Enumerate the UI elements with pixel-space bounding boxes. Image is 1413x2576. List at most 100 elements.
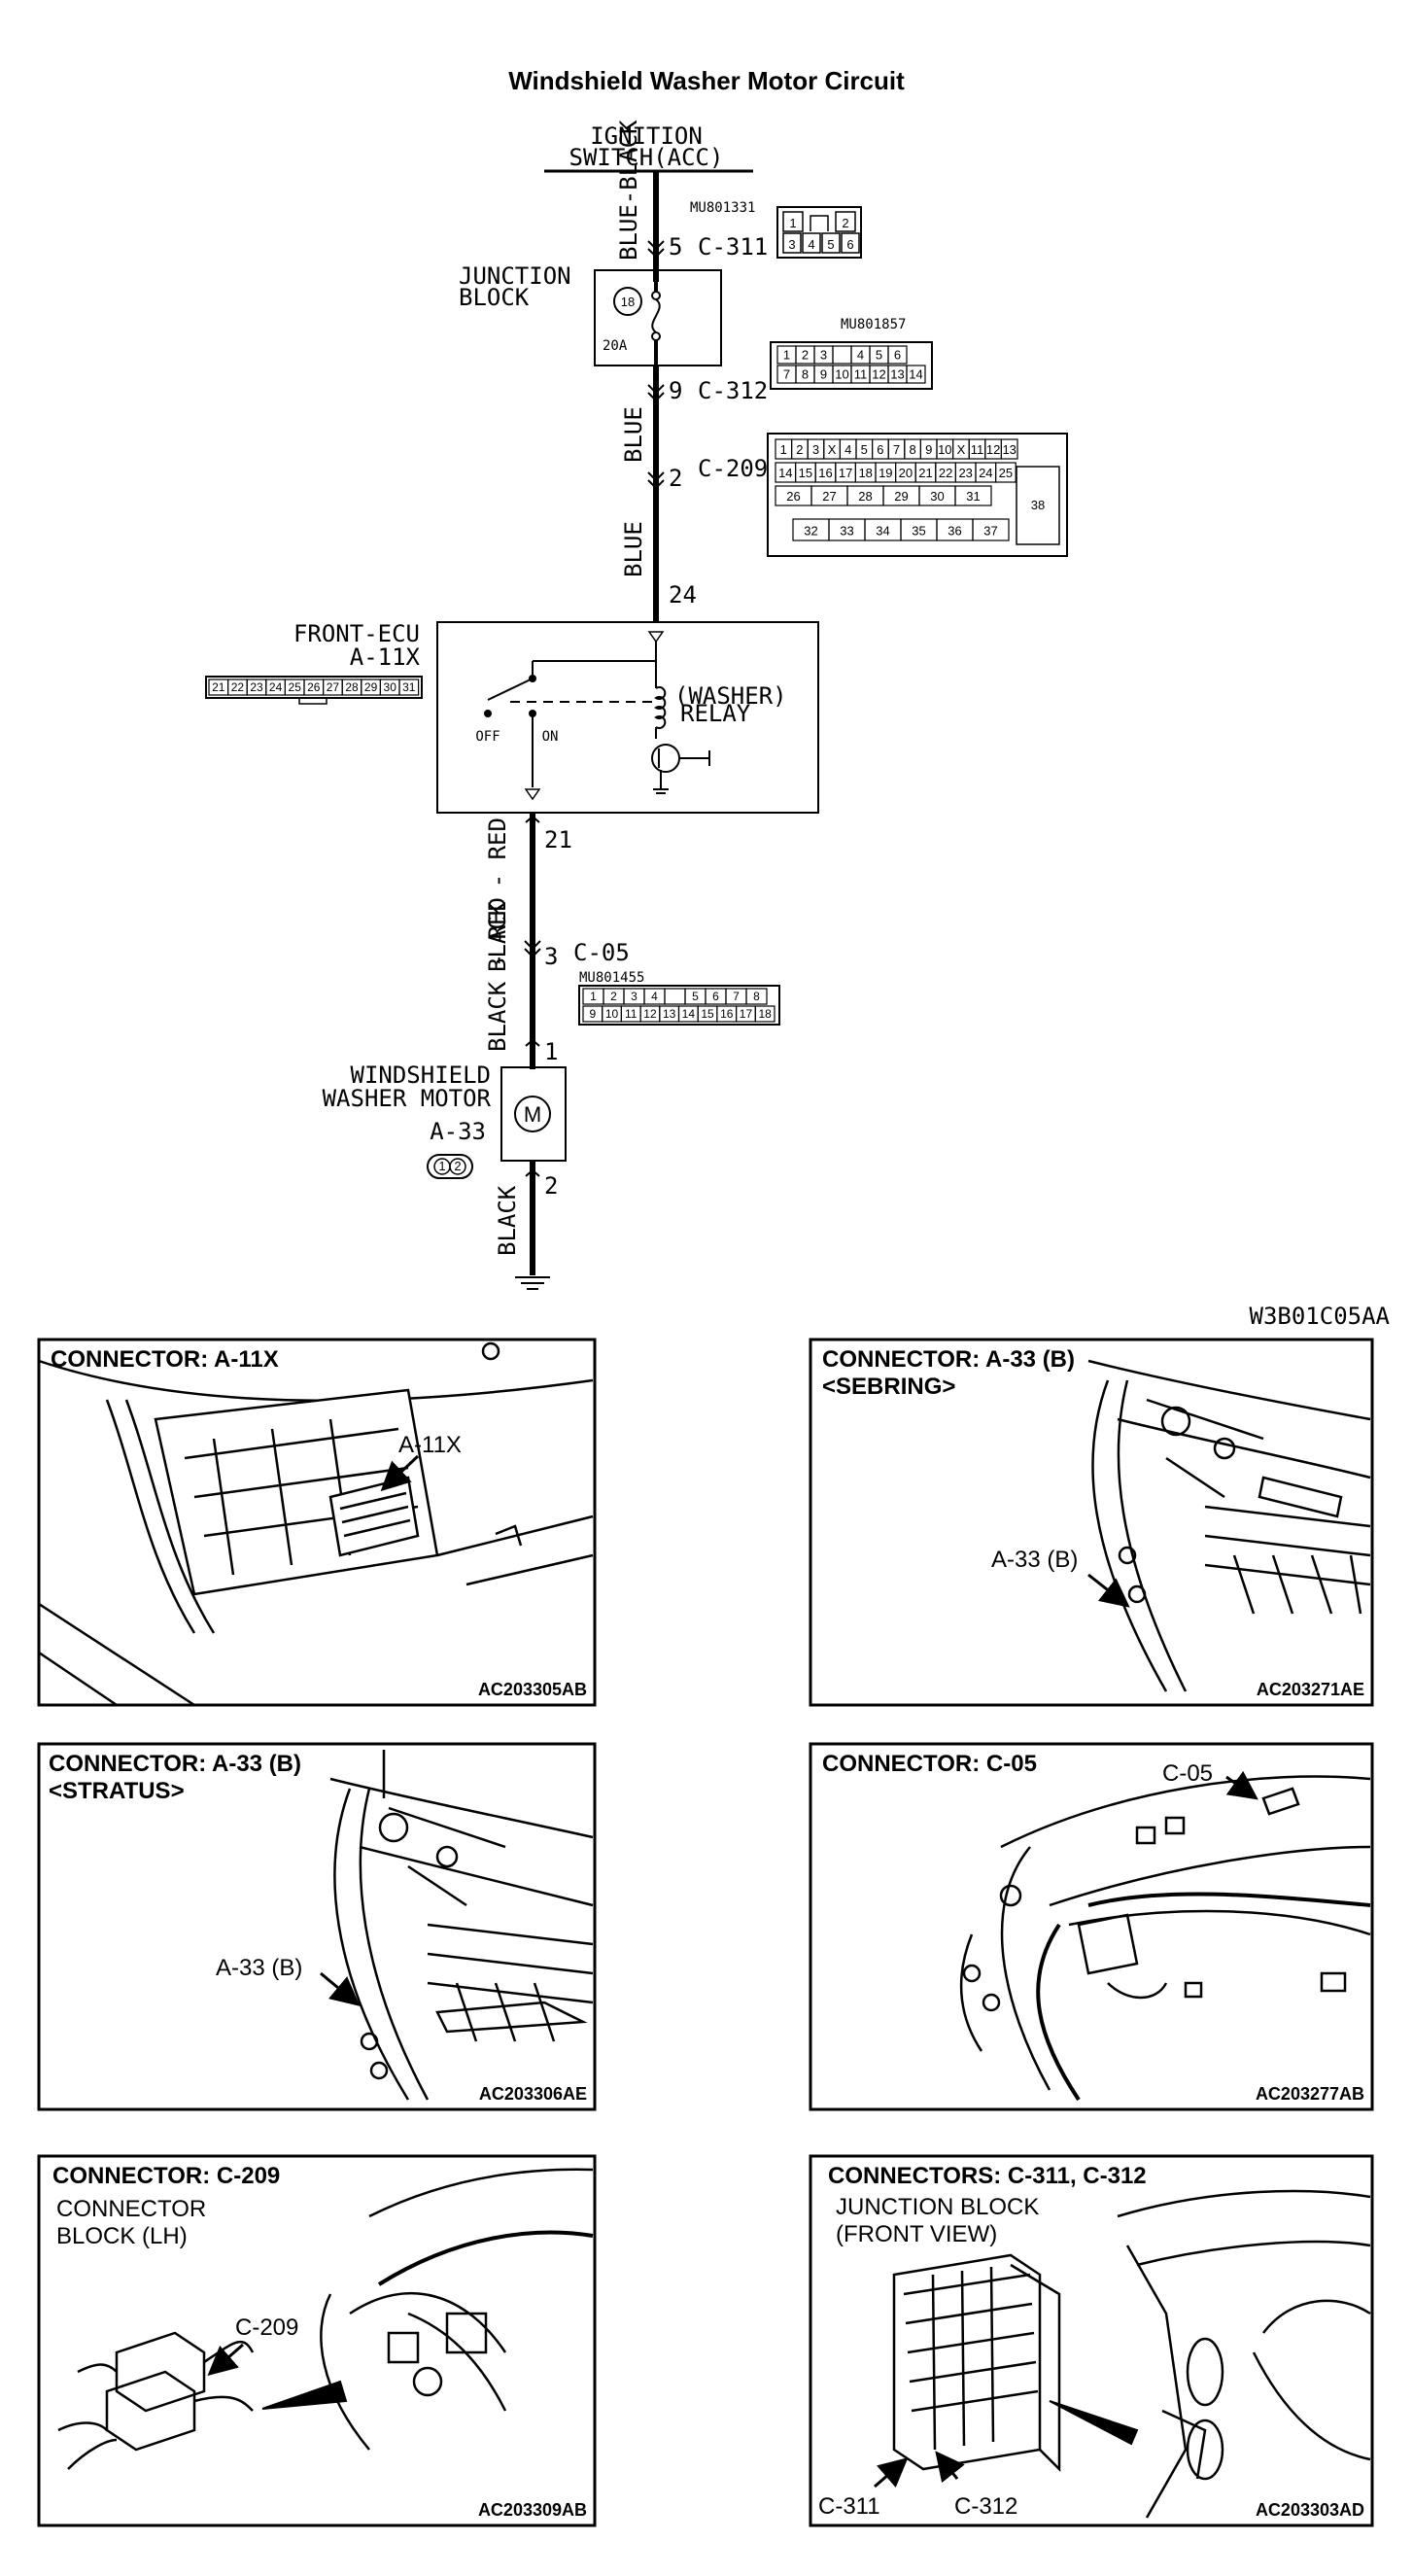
a33-pin-1: 1	[438, 1159, 445, 1173]
c312-row2-pin-label: 10	[835, 367, 848, 382]
fuse-number: 18	[621, 295, 635, 309]
a11x-pin-label: 25	[289, 680, 302, 694]
panel-a33-sebring-title: CONNECTOR: A-33 (B)	[822, 1346, 1075, 1373]
c311-pin-6: 6	[846, 237, 853, 252]
washer-motor: M	[500, 1066, 567, 1162]
panel-a33-sebring-sub: <SEBRING>	[822, 1374, 955, 1400]
a11x-pin-label: 30	[384, 680, 397, 694]
panel-a33-stratus-sub: <STRATUS>	[49, 1778, 185, 1804]
c05-row1-pin-label: 5	[692, 990, 699, 1003]
c209-row4-pin-label: 33	[840, 524, 853, 539]
motor-connector-label: A-33	[430, 1118, 486, 1145]
switch-on-label: ON	[542, 729, 559, 745]
panel-a33-sebring: CONNECTOR: A-33 (B) <SEBRING> A-33 (B) A…	[809, 1338, 1374, 1707]
c209-row1-cell	[1000, 438, 1018, 460]
label-c311: C-311	[698, 233, 768, 261]
c312-row2-pin-label: 8	[802, 367, 809, 382]
c209-row3-pin-label: 28	[858, 489, 872, 504]
wire-label-blue-black: BLUE-BLACK	[615, 120, 642, 261]
figure-code: W3B01C05AA	[1250, 1303, 1391, 1330]
relay-label-2: RELAY	[680, 700, 751, 727]
panel-a11x: CONNECTOR: A-11X A-11X AC203305AB	[37, 1338, 597, 1707]
c312-row2-pin-label: 14	[909, 367, 922, 382]
panel-c311-c312: CONNECTORS: C-311, C-312 JUNCTION BLOCK …	[809, 2154, 1374, 2527]
a11x-pin-label: 29	[364, 680, 378, 694]
panel-c209-callout: C-209	[235, 2315, 298, 2341]
panel-c209: CONNECTOR: C-209 CONNECTOR BLOCK (LH) C-…	[37, 2154, 597, 2527]
panel-c311-c312-title: CONNECTORS: C-311, C-312	[828, 2163, 1147, 2189]
a11x-pin-label: 26	[307, 680, 321, 694]
c209-row1-pin-label: 5	[861, 442, 868, 457]
c05-row1-pin-label: 2	[610, 990, 617, 1003]
c05-row2-pin-label: 16	[720, 1007, 734, 1021]
c209-row4-cell	[972, 518, 1010, 541]
panel-a11x-code: AC203305AB	[478, 1680, 587, 1699]
c209-row1-pin-label: 4	[844, 442, 851, 457]
ignition-label-1: IGNITION	[590, 122, 703, 150]
c05-row1-pin-label: 7	[733, 990, 740, 1003]
wire-label-blue-1: BLUE	[620, 406, 647, 463]
panel-c311-c312-sub2: (FRONT VIEW)	[836, 2221, 997, 2247]
relay-label-1: (WASHER)	[674, 682, 787, 710]
connector-face-c311: 1 2 3 4 5 6	[776, 206, 862, 259]
c312-row2-pin-label: 9	[820, 367, 827, 382]
c05-row2-pin-label: 12	[643, 1007, 657, 1021]
panel-c05-code: AC203277AB	[1256, 2084, 1364, 2104]
c05-row1-pin-label: 1	[590, 990, 597, 1003]
wire-label-blue-2: BLUE	[620, 521, 647, 577]
c209-row1-pin-label: 2	[796, 442, 803, 457]
c209-row3-pin-label: 27	[822, 489, 836, 504]
c209-row2-pin-label: 16	[818, 466, 832, 480]
c209-pin-38: 38	[1031, 498, 1045, 512]
tick-c312	[647, 384, 665, 402]
c05-row2-pin-label: 9	[590, 1007, 597, 1021]
pin-motor-out: 2	[544, 1172, 558, 1200]
a11x-pin-label: 24	[269, 680, 283, 694]
c209-row1-pin-label: 9	[925, 442, 932, 457]
a11x-pin-label: 31	[402, 680, 416, 694]
c05-row1-pin-label: 6	[712, 990, 719, 1003]
c209-row1-pin-label: 6	[877, 442, 883, 457]
c209-row3-pin-label: 30	[930, 489, 944, 504]
c209-row1-pin-label: 1	[780, 442, 787, 457]
c312-row1-pin-label: 1	[783, 348, 790, 363]
c05-row1-cell	[745, 988, 768, 1005]
tick-c05	[524, 940, 541, 958]
a11x-pin-label: 21	[212, 680, 225, 694]
c209-row2-pin-label: 17	[839, 466, 852, 480]
panel-a11x-title: CONNECTOR: A-11X	[51, 1346, 279, 1373]
diagram-title: Windshield Washer Motor Circuit	[508, 66, 905, 95]
c312-row2-pin-label: 7	[783, 367, 790, 382]
partno-c312: MU801857	[841, 317, 906, 332]
panel-c311-c312-code: AC203303AD	[1256, 2500, 1364, 2520]
a33-pin-2: 2	[454, 1159, 461, 1173]
c311-pin-1: 1	[789, 216, 796, 230]
c05-row2-pin-label: 17	[740, 1007, 753, 1021]
c209-row2-pin-label: 15	[799, 466, 812, 480]
junction-label-2: BLOCK	[459, 284, 530, 311]
c209-row2-pin-label: 18	[858, 466, 872, 480]
c312-row2-cell	[906, 365, 926, 384]
c209-row4-pin-label: 32	[804, 524, 817, 539]
c312-row1-cell	[887, 345, 908, 365]
partno-c311: MU801331	[690, 200, 755, 216]
c312-row1-pin-label: 5	[876, 348, 882, 363]
panel-c05: CONNECTOR: C-05 C-05 AC203277AB	[809, 1742, 1374, 2111]
c209-row2-pin-label: 24	[979, 466, 992, 480]
c209-row3-pin-label: 29	[894, 489, 908, 504]
c209-row3-cell	[954, 485, 992, 506]
panel-c05-title: CONNECTOR: C-05	[822, 1751, 1037, 1777]
c209-row2-pin-label: 14	[778, 466, 792, 480]
c05-row1-pin-label: 3	[631, 990, 638, 1003]
wire-label-black-red-1: BLACK - RED	[484, 818, 511, 972]
fuse-amperage: 20A	[603, 338, 628, 354]
c05-row2-pin-label: 15	[701, 1007, 714, 1021]
junction-label-1: JUNCTION	[459, 262, 571, 290]
svg-text:M: M	[524, 1102, 541, 1127]
c05-row2-pin-label: 10	[605, 1007, 619, 1021]
c209-row1-pin-label: 12	[986, 442, 1000, 457]
ground-symbol	[515, 1276, 550, 1290]
c312-row2-pin-label: 13	[890, 367, 904, 382]
